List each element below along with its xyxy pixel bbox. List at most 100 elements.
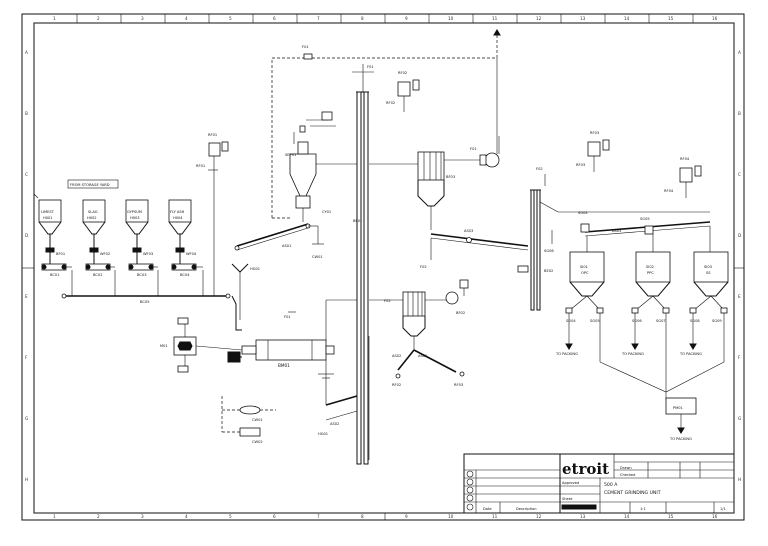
svg-text:RF01: RF01: [196, 164, 205, 168]
svg-text:M01: M01: [160, 344, 168, 348]
title-block: Date Description etroit Drawn Checked Ap…: [463, 453, 735, 514]
weigh-feeders: BF01 WF02 WF03 WF04 BC01 BC02 BC03 BC04: [41, 252, 203, 277]
small-filters-top: RF02 RF02 RF03 RF03 RF04 RF04: [386, 71, 702, 198]
col-label: 2: [97, 16, 100, 21]
svg-text:SG08: SG08: [690, 319, 700, 323]
hopper-header: FROM STORAGE YARD: [67, 179, 119, 189]
col-label: 7: [317, 16, 320, 21]
svg-text:F01: F01: [284, 315, 291, 319]
svg-text:SS: SS: [706, 271, 711, 275]
row-label: E: [738, 294, 741, 299]
svg-text:CW01: CW01: [252, 418, 263, 422]
packing-outlets: TO PACKING TO PACKING TO PACKING PM01 TO…: [555, 343, 725, 441]
row-label: F: [25, 355, 28, 360]
col-label: 8: [361, 514, 364, 519]
svg-text:H001: H001: [43, 216, 53, 220]
row-checked: Checked: [620, 473, 635, 477]
col-label: 4: [185, 514, 188, 519]
svg-text:SI02: SI02: [646, 265, 654, 269]
process-links: F01 CW01 F01: [284, 64, 374, 460]
row-label: F: [738, 355, 741, 360]
feeder-label: WF04: [186, 252, 197, 256]
hopper-gypsum: GYPSUM H003: [125, 199, 149, 253]
silo-discharge: SG04 SG05 SG06 SG07 SG08 SG09: [565, 307, 728, 388]
col-label: 15: [668, 16, 674, 21]
col-label: 9: [405, 514, 408, 519]
row-label: C: [738, 172, 741, 177]
filter-rf01: RF01 RF01: [196, 133, 229, 296]
col-label: 13: [580, 514, 586, 519]
hot-gas-generator: M01: [160, 317, 243, 373]
svg-text:SG04: SG04: [566, 319, 576, 323]
svg-text:CW02: CW02: [252, 440, 263, 444]
row-approved: Approved: [562, 481, 579, 485]
row-sheet: Sheet: [562, 497, 573, 501]
to-packing-label: TO PACKING: [669, 437, 692, 441]
svg-text:SI03: SI03: [704, 265, 712, 269]
hopper-slag: SLAG H002: [82, 199, 106, 253]
col-label: 9: [405, 16, 408, 21]
feeder-label: WF03: [143, 252, 153, 256]
feed-chute: HG01: [231, 263, 260, 331]
col-label: 2: [97, 514, 100, 519]
row-label: C: [25, 172, 28, 177]
col-label: 12: [536, 514, 542, 519]
svg-text:BC05: BC05: [140, 300, 149, 304]
bag-filter-mid: BF02 F02 RF02 RF03 AS02 AS01: [369, 279, 469, 387]
elevator-left: BE01 AS02 HG01: [318, 91, 369, 465]
svg-text:RF02: RF02: [398, 71, 407, 75]
svg-text:SLAG: SLAG: [88, 210, 98, 214]
col-label: 7: [317, 514, 320, 519]
grid-rows: A B C D E F G H A B C D E F G H: [22, 50, 744, 520]
col-label: 10: [448, 514, 454, 519]
bag-filter-top: BF03 F01: [369, 136, 500, 230]
col-label: 5: [229, 16, 232, 21]
svg-text:RF04: RF04: [680, 157, 690, 161]
drawing-scale: 1:1: [640, 507, 646, 511]
svg-text:AS03: AS03: [612, 229, 621, 233]
col-label: 6: [273, 514, 276, 519]
col-label: 3: [141, 16, 144, 21]
row-label: E: [25, 294, 28, 299]
col-label: 11: [492, 16, 498, 21]
row-label: H: [25, 477, 28, 482]
grid-columns-top: 1 2 3 4 5 6 7 8 9 10 11 12 13 14 15 16: [53, 14, 718, 23]
svg-text:LIMEST: LIMEST: [41, 210, 55, 214]
col-label: 14: [624, 16, 630, 21]
col-label: 1: [53, 514, 56, 519]
row-label: A: [25, 50, 28, 55]
col-label: 14: [624, 514, 630, 519]
silo-opc: SI01 OPC: [569, 236, 605, 311]
barcode-strip: [561, 504, 597, 510]
svg-text:GYPSUM: GYPSUM: [127, 210, 142, 214]
svg-text:SI01: SI01: [580, 265, 588, 269]
svg-text:F01: F01: [302, 45, 309, 49]
collecting-belt: BC05: [61, 270, 231, 304]
recirc-loop: F01: [271, 29, 501, 219]
svg-text:F02: F02: [536, 167, 543, 171]
cooling-units: CW01 CW02: [221, 396, 276, 444]
svg-text:RF03: RF03: [576, 163, 585, 167]
feeder-label: BF01: [56, 252, 65, 256]
svg-text:AS01: AS01: [282, 244, 291, 248]
svg-text:PPC: PPC: [647, 271, 654, 275]
svg-text:F02: F02: [384, 299, 391, 303]
svg-text:F01: F01: [470, 147, 477, 151]
feeder-label: WF02: [100, 252, 110, 256]
silo-ppc: SI02 PPC: [635, 234, 671, 311]
to-packing-label: TO PACKING: [621, 352, 644, 356]
belt-label: BC01: [50, 273, 59, 277]
row-label: B: [25, 111, 28, 116]
drawing-title: CEMENT GRINDING UNIT: [604, 490, 661, 496]
svg-text:H003: H003: [130, 216, 140, 220]
col-label: 16: [712, 514, 718, 519]
col-label: 11: [492, 514, 498, 519]
svg-text:AS01: AS01: [418, 354, 427, 358]
svg-text:AS02: AS02: [392, 354, 401, 358]
svg-text:BE02: BE02: [544, 269, 553, 273]
col-label: 8: [361, 16, 364, 21]
svg-text:RF04: RF04: [664, 189, 674, 193]
svg-text:HG01: HG01: [250, 267, 260, 271]
svg-text:RF02: RF02: [386, 101, 395, 105]
row-label: D: [25, 233, 28, 238]
